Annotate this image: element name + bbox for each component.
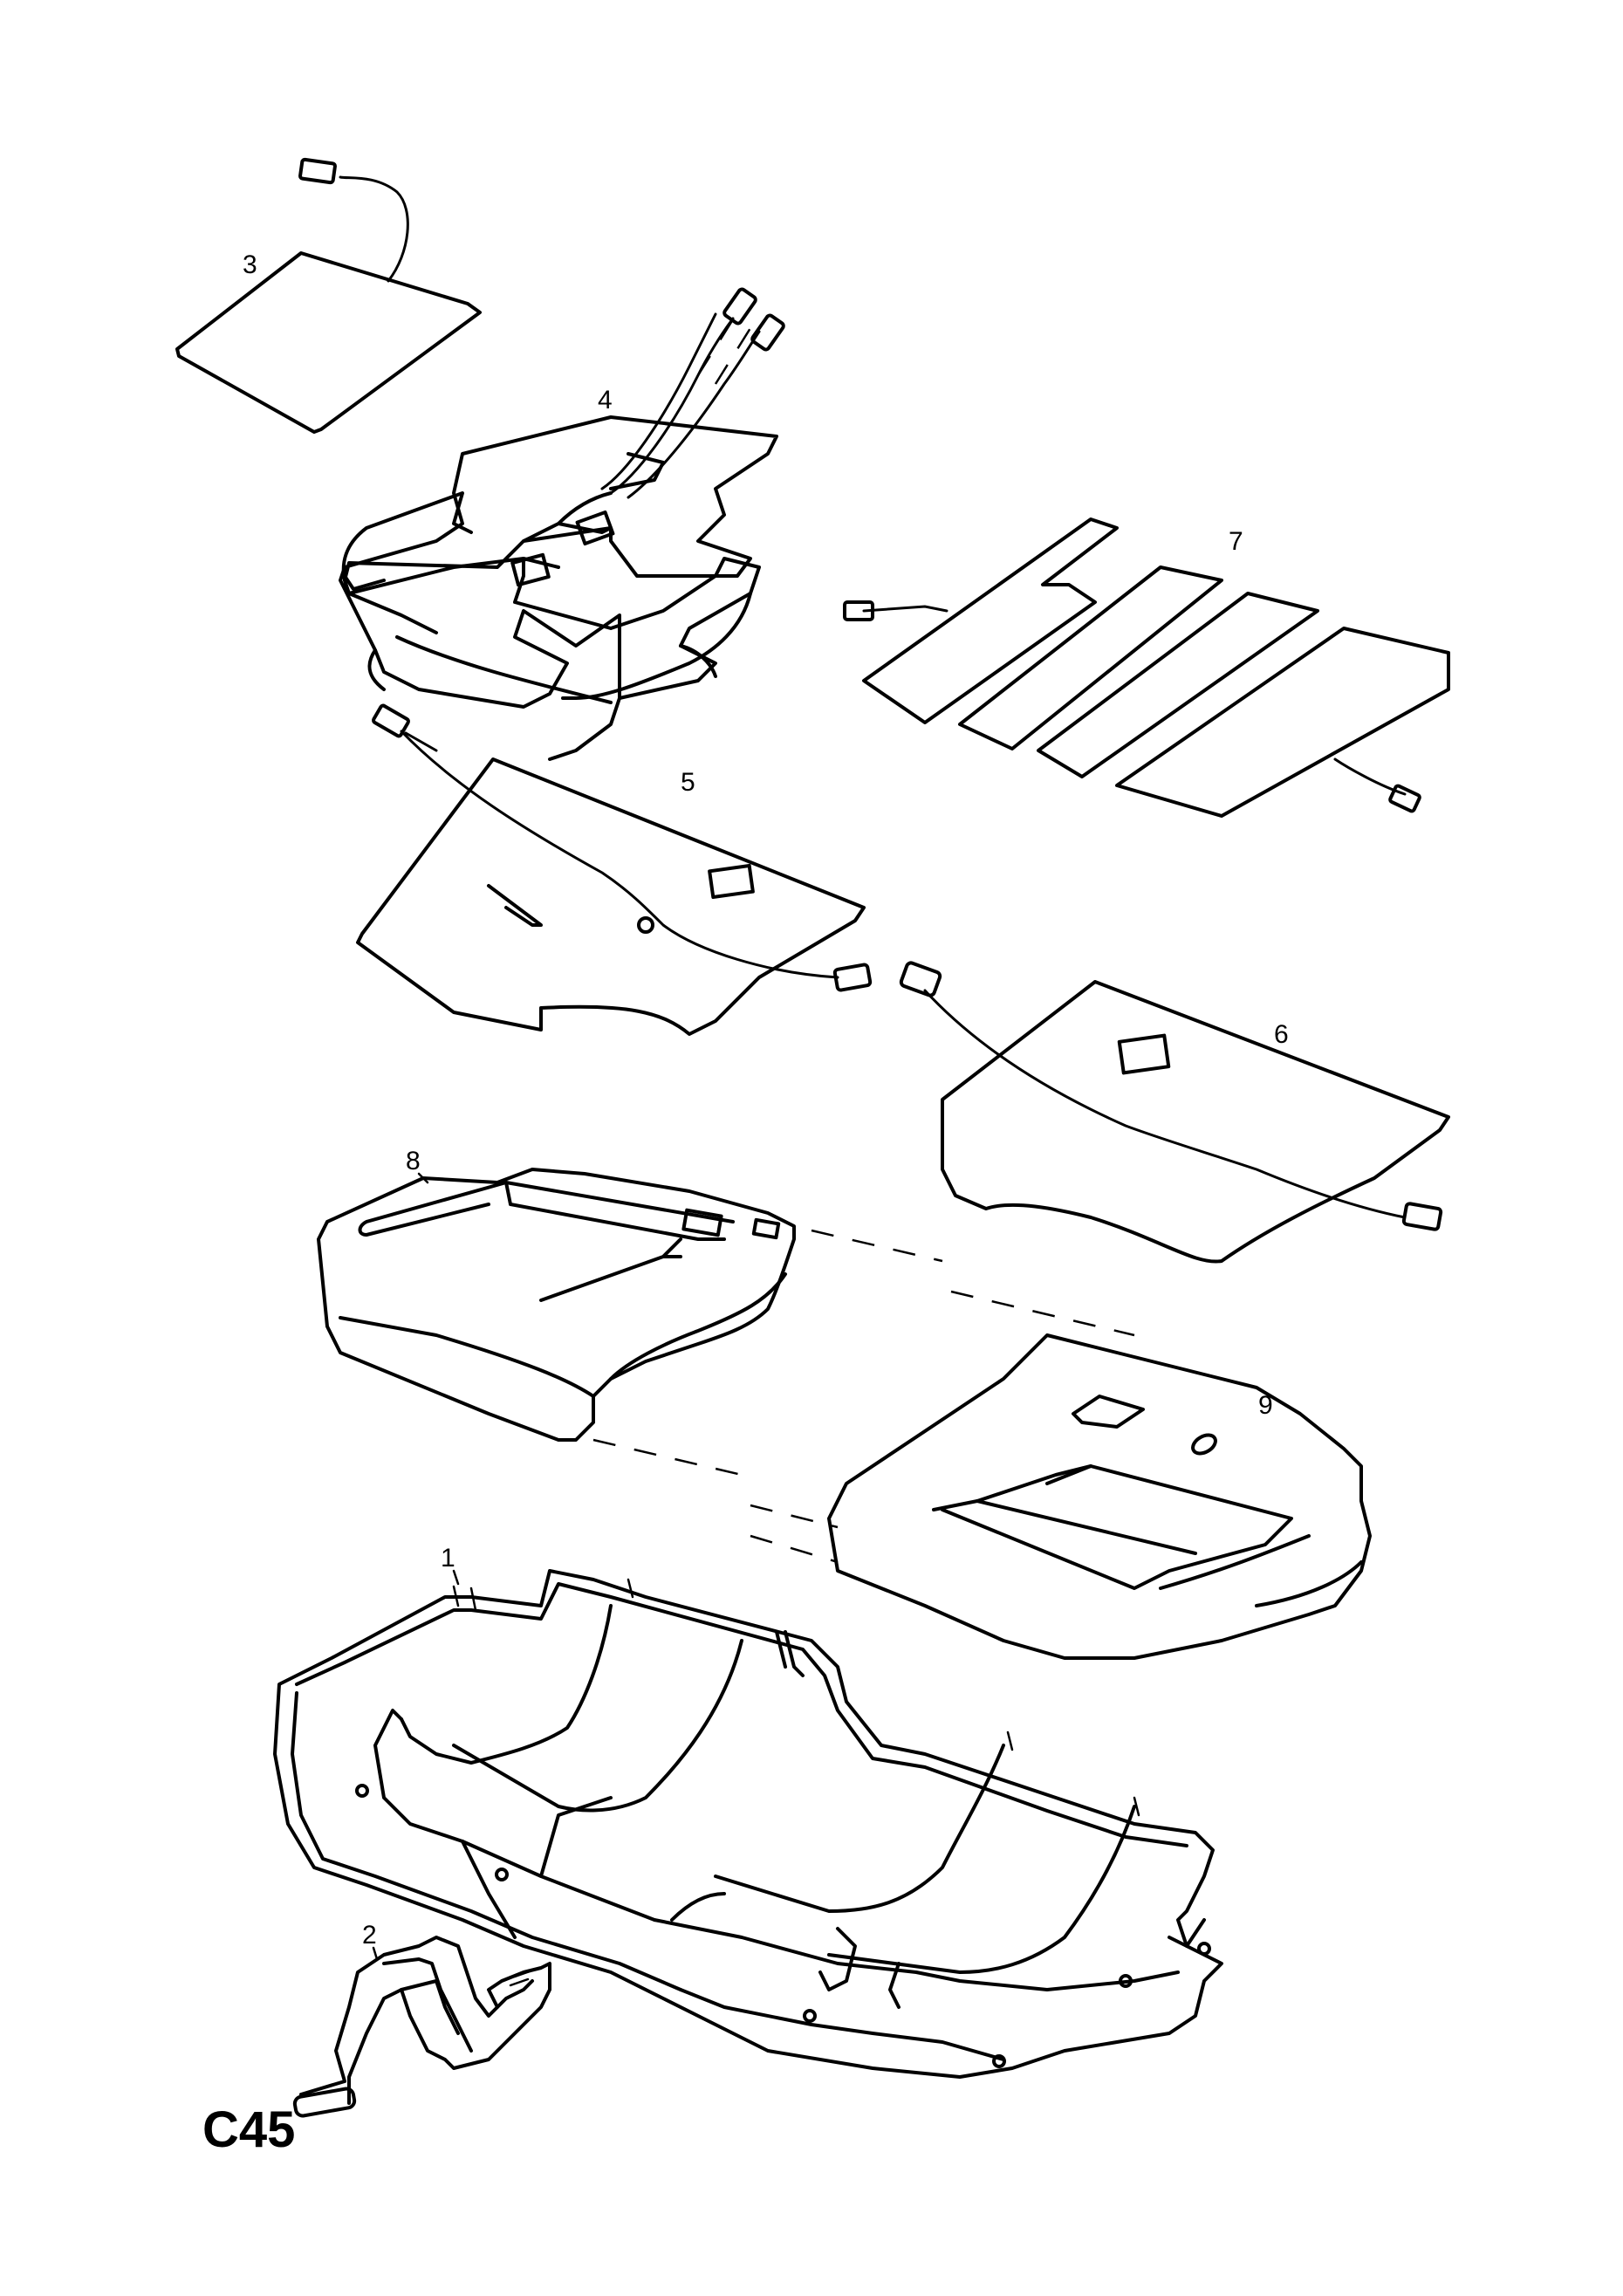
part-6-backrest-heating-mat [899, 961, 1450, 1264]
callout-4: 4 [598, 386, 613, 415]
callout-6: 6 [1274, 1020, 1289, 1049]
leader-line-2 [372, 1946, 379, 1961]
part-4-seat-heating-element [339, 287, 785, 761]
callout-3: 3 [243, 250, 257, 279]
part-1-seat-frame [273, 1569, 1223, 2079]
callout-8: 8 [406, 1147, 421, 1175]
part-2-bracket [292, 1936, 551, 2118]
diagram-code: C45 [202, 2101, 295, 2158]
part-7-backrest-heating-strips [843, 517, 1450, 818]
callout-7: 7 [1229, 527, 1243, 556]
part-5-cushion-heating-mat [356, 703, 873, 1036]
part-3-heating-pad [175, 157, 482, 434]
callout-2: 2 [362, 1921, 377, 1950]
callout-1: 1 [441, 1544, 455, 1573]
part-9-backrest-cushion [750, 1333, 1372, 1660]
leader-line-1 [452, 1569, 460, 1586]
leader-line-8 [417, 1172, 429, 1184]
callout-9: 9 [1258, 1391, 1273, 1420]
part-8-seat-cushion [317, 1168, 1135, 1529]
callout-5: 5 [681, 768, 695, 797]
